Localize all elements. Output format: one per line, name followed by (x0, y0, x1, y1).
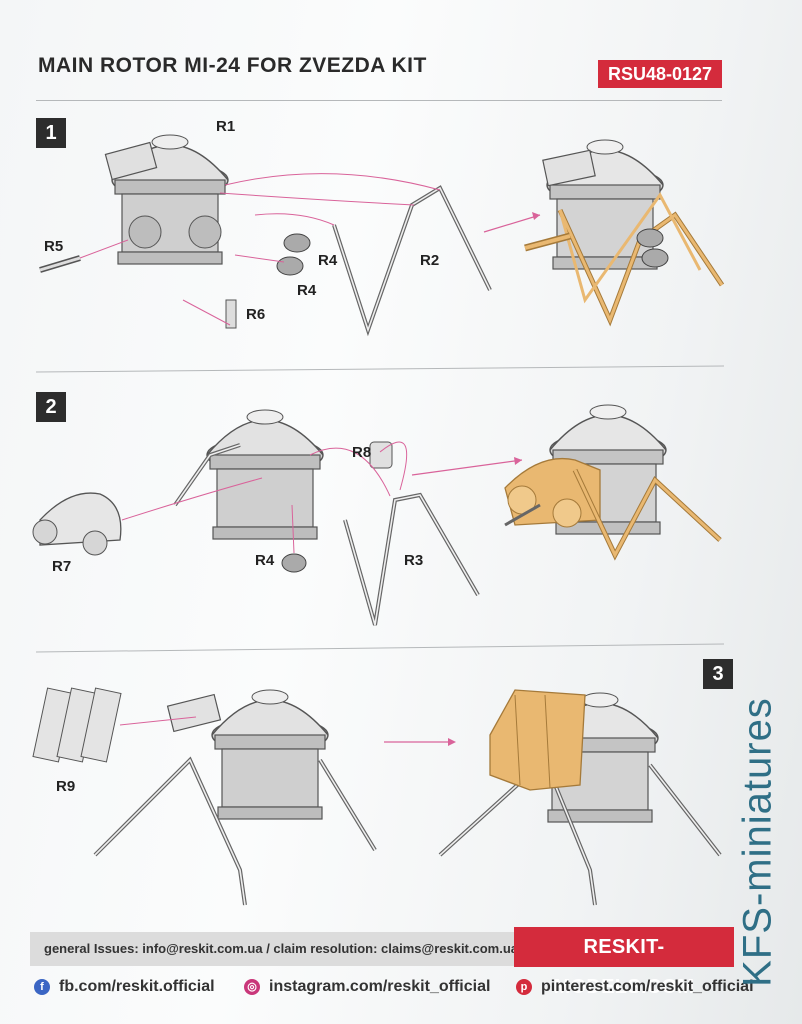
product-code-badge: RSU48-0127 (598, 60, 722, 88)
instagram-icon: ◎ (244, 979, 260, 995)
part-label-r9: R9 (56, 778, 76, 795)
part-label-r4: R4 (297, 282, 317, 299)
contact-emails: general Issues: info@reskit.com.ua / cla… (44, 941, 519, 956)
step2-hub-grey (206, 409, 324, 540)
website-banner: RESKIT-MODELS.COM (514, 927, 734, 998)
r9-part (32, 687, 122, 763)
part-label-r7: R7 (52, 558, 72, 575)
pinterest-icon: p (516, 979, 532, 995)
pinterest-link: p pinterest.com/reskit_official (516, 978, 754, 996)
facebook-icon: f (34, 979, 50, 995)
step-number-1: 1 (36, 118, 66, 148)
facebook-text: fb.com/reskit.official (59, 978, 215, 995)
header-divider (36, 100, 722, 101)
part-label-r1: R1 (216, 118, 236, 135)
contact-strip (30, 932, 514, 966)
part-label-r2: R2 (420, 252, 440, 269)
facebook-link: f fb.com/reskit.official (34, 978, 215, 996)
step-number-2: 2 (36, 392, 66, 422)
page-title: MAIN ROTOR MI-24 FOR ZVEZDA KIT (38, 54, 427, 77)
part-label-r4: R4 (255, 552, 275, 569)
step3-hub-grey (211, 689, 329, 820)
watermark: KFS-miniatures (718, 672, 798, 1012)
part-label-r3: R3 (404, 552, 424, 569)
part-label-r6: R6 (246, 306, 266, 323)
part-label-r5: R5 (44, 238, 64, 255)
instagram-text: instagram.com/reskit_official (269, 978, 491, 995)
instagram-link: ◎ instagram.com/reskit_official (244, 978, 490, 996)
watermark-text: KFS-miniatures (735, 697, 780, 987)
step-number-3: 3 (703, 659, 733, 689)
pinterest-text: pinterest.com/reskit_official (541, 978, 754, 995)
r7-part (32, 492, 122, 556)
part-label-r4: R4 (318, 252, 338, 269)
part-label-r8: R8 (352, 444, 372, 461)
